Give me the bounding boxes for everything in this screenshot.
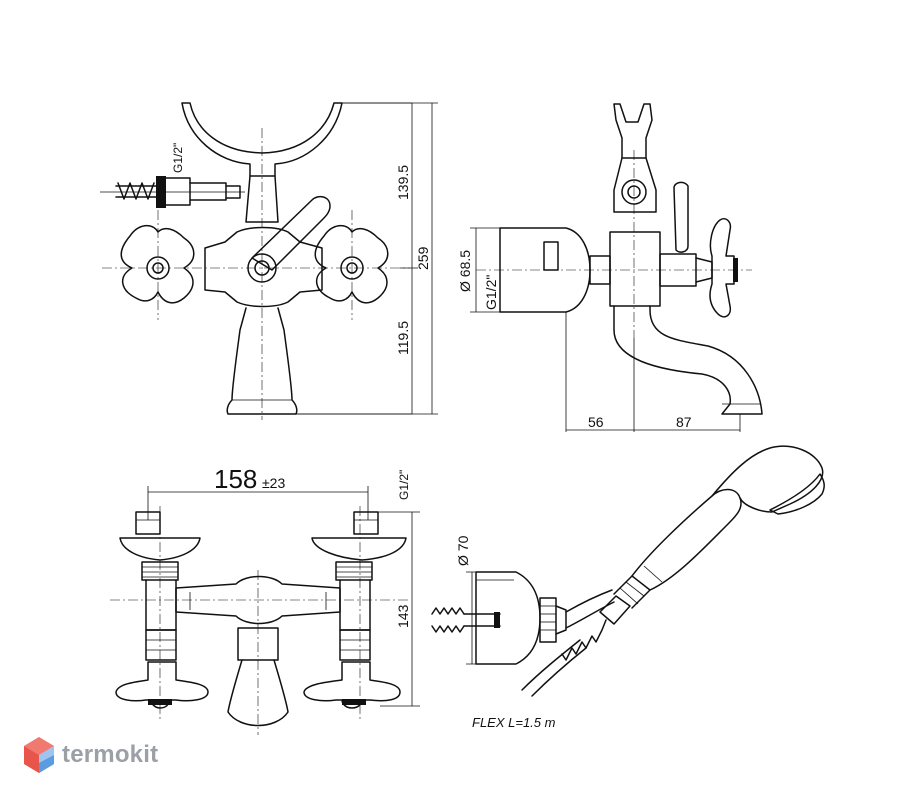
bottom-dim-height: 143: [395, 604, 411, 628]
brand-logo: termokit: [22, 735, 158, 775]
brand-name: termokit: [62, 741, 159, 768]
side-dim-left: 56: [588, 414, 604, 430]
side-thread-label: G1/2": [483, 275, 499, 310]
side-dim-diameter: Ø 68.5: [457, 250, 473, 292]
bottom-thread-label: G1/2": [397, 470, 411, 500]
brand-logo-icon: [24, 737, 54, 773]
front-dim-upper: 139.5: [395, 165, 411, 200]
side-view: Ø 68.5 G1/2" 56 87: [457, 103, 763, 432]
hose-length-label: FLEX L=1.5 m: [472, 715, 556, 730]
handshower-view: Ø 70 FLEX L=1.5 m: [431, 445, 825, 730]
front-thread-label: G1/2": [171, 143, 185, 173]
bottom-dim-spacing: 158: [214, 464, 257, 494]
front-dim-lower: 119.5: [395, 321, 411, 355]
front-dim-total: 259: [415, 246, 431, 270]
side-dim-right: 87: [676, 414, 692, 430]
handshower-dim-diameter: Ø 70: [455, 535, 471, 566]
bottom-dim-tolerance: ±23: [262, 475, 285, 491]
bottom-view: 158 ±23: [110, 464, 420, 735]
front-view: G1/2" 139.5 259 119.5: [100, 102, 438, 420]
